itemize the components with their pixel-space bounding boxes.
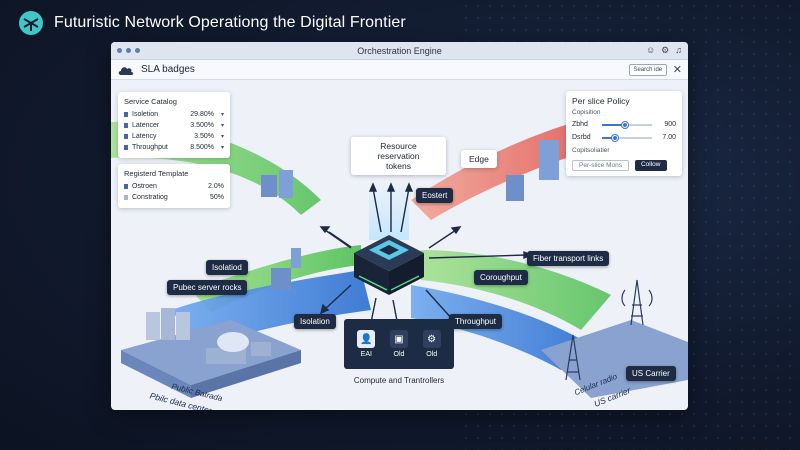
row-marker-icon (124, 184, 128, 189)
registered-template-title: Registerd Template (124, 169, 189, 178)
eostert-label: Eostert (416, 188, 454, 203)
collow-button[interactable]: Collow (634, 160, 667, 171)
smile-icon[interactable]: ☺ (645, 45, 656, 55)
template-row[interactable]: Constratiog 50% (124, 192, 224, 203)
us-carrier-label: US Carrier (626, 366, 676, 381)
sla-badges-label: SLA badges (141, 64, 195, 75)
policy-section-label: Copitsoliatier (572, 147, 610, 154)
pubec-server-label: Pubec server rocks (167, 280, 248, 295)
compute-item[interactable]: ▣ Old (389, 330, 408, 358)
toolbar: SLA badges Search ide ✕ (111, 60, 688, 80)
policy-slider-row: Dsrbd 7.00 (572, 134, 676, 141)
compute-item[interactable]: ⚙ Old (422, 330, 441, 358)
catalog-row[interactable]: Isoletion 29.80% ▾ (124, 109, 224, 120)
slider-handle[interactable] (611, 134, 618, 141)
cell-tower (565, 279, 653, 381)
chevron-down-icon[interactable]: ▾ (220, 145, 224, 151)
cloud-shape (217, 332, 249, 352)
window-close-dot[interactable] (117, 48, 122, 53)
titlebar-icons: ☺ ⚙ ♫ (646, 45, 682, 56)
compute-caption: Compute and Trantrollers (353, 376, 445, 385)
slider-fill (602, 136, 615, 139)
cloud-icon (118, 66, 134, 75)
chevron-down-icon[interactable]: ▾ (220, 112, 224, 118)
fiber-transport-label: Fiber transport links (527, 251, 610, 266)
app-title: Futuristic Network Operationg the Digita… (54, 14, 406, 31)
service-catalog-card: Service Catalog Isoletion 29.80% ▾ Laten… (118, 92, 230, 158)
coroughput-label: Coroughput (474, 270, 528, 285)
server-racks (146, 308, 271, 364)
isolation-label: Isolation (294, 314, 336, 329)
registered-template-card: Registerd Template Ostroen 2.0% Constrat… (118, 164, 230, 208)
resource-reservation-callout: Resource reservation tokens (351, 137, 446, 175)
central-hub (354, 235, 424, 295)
compute-item[interactable]: 👤 EAI (357, 330, 376, 358)
policy-slider[interactable] (602, 121, 652, 128)
close-icon[interactable]: ✕ (672, 64, 682, 76)
chevron-down-icon[interactable]: ▾ (220, 134, 224, 140)
window-maximize-dot[interactable] (135, 48, 140, 53)
policy-title: Per slice Policy (572, 96, 630, 106)
green-slice-right (421, 250, 611, 330)
slider-handle[interactable] (621, 121, 628, 128)
policy-slider-row: Zbhd 900 (572, 121, 676, 128)
row-marker-icon (124, 195, 128, 200)
window-title: Orchestration Engine (357, 45, 442, 56)
row-marker-icon (124, 123, 128, 128)
edge-buildings (261, 140, 559, 290)
policy-subtitle: Copisition (572, 109, 601, 116)
slider-fill (602, 123, 625, 126)
throughput-label: Throughput (449, 314, 502, 329)
network-diagram-canvas: Service Catalog Isoletion 29.80% ▾ Laten… (111, 80, 688, 410)
compute-controllers-box: 👤 EAI ▣ Old ⚙ Old (344, 319, 454, 369)
service-catalog-title: Service Catalog (124, 97, 177, 106)
catalog-row[interactable]: Latency 3.50% ▾ (124, 131, 224, 142)
user-icon: 👤 (357, 330, 376, 348)
window-minimize-dot[interactable] (126, 48, 131, 53)
app-header: Futuristic Network Operationg the Digita… (18, 10, 406, 36)
row-marker-icon (124, 145, 128, 150)
gear-icon: ⚙ (422, 330, 441, 348)
chevron-down-icon[interactable]: ▾ (220, 123, 224, 129)
row-marker-icon (124, 134, 128, 139)
network-logo-icon (19, 11, 43, 35)
window-controls[interactable] (117, 48, 140, 53)
per-slice-policy-card: Per slice Policy Copisition Zbhd 900 Dsr… (566, 91, 682, 176)
template-row[interactable]: Ostroen 2.0% (124, 181, 224, 192)
search-input[interactable]: Search ide (628, 63, 667, 76)
headset-icon[interactable]: ♫ (675, 45, 682, 55)
per-slice-input[interactable]: Per-slice Mons (572, 160, 629, 171)
orchestration-window: Orchestration Engine ☺ ⚙ ♫ SLA badges Se… (111, 42, 688, 410)
box-icon: ▣ (389, 330, 408, 348)
settings-icon[interactable]: ⚙ (661, 45, 670, 55)
catalog-row[interactable]: Throughput 8.500% ▾ (124, 142, 224, 153)
isolatiod-label: Isolatiod (206, 260, 248, 275)
policy-slider[interactable] (602, 134, 652, 141)
edge-callout: Edge (461, 150, 497, 168)
window-titlebar: Orchestration Engine ☺ ⚙ ♫ (111, 42, 688, 60)
catalog-row[interactable]: Latencer 3.500% ▾ (124, 120, 224, 131)
row-marker-icon (124, 112, 128, 117)
